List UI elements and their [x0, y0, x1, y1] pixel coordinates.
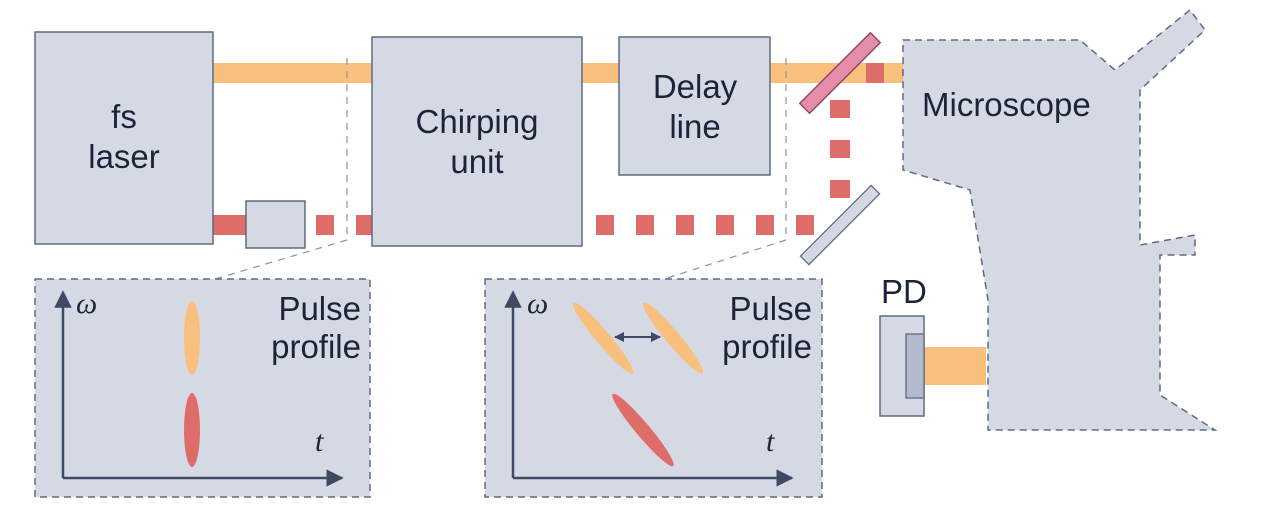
- inset2-omega-label: ω: [527, 287, 548, 320]
- inset1-red-pulse: [184, 393, 200, 467]
- orange-beam-seg1: [213, 63, 373, 83]
- inset1-t-label: t: [315, 425, 324, 458]
- laser-label-line1: fs: [111, 98, 137, 135]
- fs-laser: fs laser: [34, 31, 214, 245]
- red-beam: [213, 63, 884, 235]
- pulse-profile-inset-2: ω t Pulse profile: [484, 278, 823, 498]
- photodiode: PD: [879, 273, 927, 417]
- laser-label-line2: laser: [88, 138, 160, 175]
- microscope-label: Microscope: [922, 86, 1091, 123]
- inset1-omega-label: ω: [76, 287, 97, 320]
- orange-beam-seg2: [581, 63, 621, 83]
- inset2-orange-pulse-a: [572, 302, 634, 374]
- chirping-unit: Chirping unit: [371, 36, 583, 247]
- chirping-label-line2: unit: [450, 143, 503, 180]
- inset1-orange-pulse: [184, 301, 200, 375]
- inset1-title-line2: profile: [271, 328, 361, 365]
- delay-line: Delay line: [618, 36, 771, 176]
- inset2-orange-pulse-b: [642, 302, 704, 374]
- fold-mirror: [799, 184, 881, 266]
- delay-label-line2: line: [669, 108, 720, 145]
- inset2-title-line2: profile: [722, 328, 812, 365]
- inset2-title-line1: Pulse: [729, 290, 812, 327]
- inset2-t-label: t: [766, 425, 775, 458]
- pulse-profile-inset-1: ω t Pulse profile: [34, 278, 371, 498]
- delay-label-line1: Delay: [653, 68, 738, 105]
- pd-label: PD: [881, 273, 927, 310]
- guide-lines: [214, 58, 787, 280]
- red-beam-laser-out: [213, 215, 247, 235]
- inset1-title-line1: Pulse: [278, 290, 361, 327]
- chirping-label-line1: Chirping: [416, 103, 539, 140]
- pulse-shaper-box: [245, 200, 306, 249]
- inset2-red-pulse: [612, 393, 674, 467]
- microscope: Microscope: [902, 8, 1218, 431]
- dichroic-mirror: [798, 31, 882, 115]
- orange-beam-pd: [920, 347, 986, 385]
